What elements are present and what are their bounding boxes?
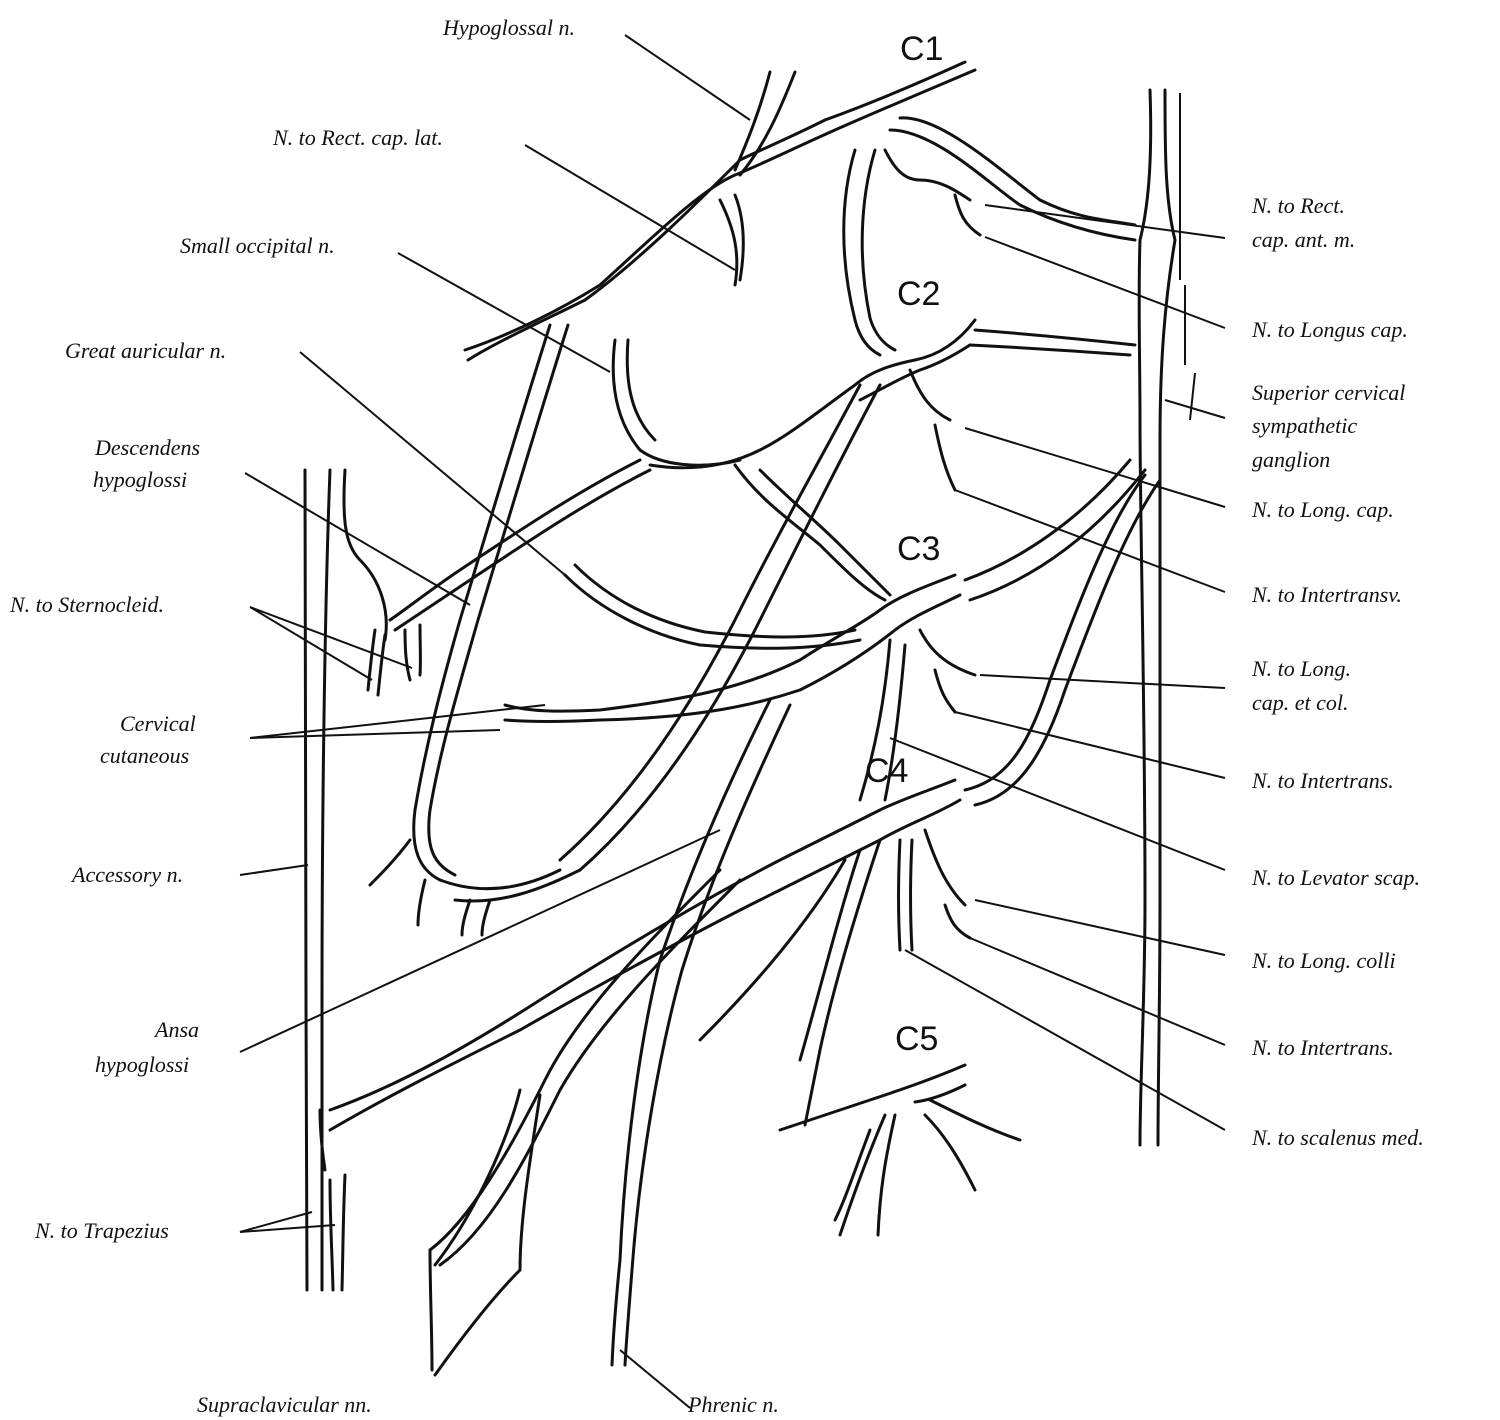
label-long-cap-col-2: cap. et col. xyxy=(1252,690,1349,715)
label-trapezius: N. to Trapezius xyxy=(34,1218,169,1243)
nerve-paths xyxy=(303,60,1177,1377)
label-supraclavicular: Supraclavicular nn. xyxy=(197,1392,372,1417)
root-c5: C5 xyxy=(895,1020,938,1058)
root-c3: C3 xyxy=(897,530,940,568)
label-intertransv: N. to Intertransv. xyxy=(1251,582,1402,607)
label-descendens-2: hypoglossi xyxy=(93,467,187,492)
label-descendens-1: Descendens xyxy=(94,435,200,460)
label-scalenus-med: N. to scalenus med. xyxy=(1251,1125,1424,1150)
label-sympathetic-2: sympathetic xyxy=(1252,413,1357,438)
leader-lines xyxy=(239,34,1226,1409)
label-small-occipital: Small occipital n. xyxy=(180,233,335,258)
label-sternocleid: N. to Sternocleid. xyxy=(9,592,164,617)
label-longus-cap: N. to Longus cap. xyxy=(1251,317,1408,342)
label-long-cap: N. to Long. cap. xyxy=(1251,497,1394,522)
label-accessory: Accessory n. xyxy=(70,862,183,887)
label-hypoglossal: Hypoglossal n. xyxy=(442,15,575,40)
label-sympathetic-3: ganglion xyxy=(1252,447,1330,472)
label-ansa-1: Ansa xyxy=(153,1017,199,1042)
root-labels: C1 C2 C3 C4 C5 xyxy=(865,30,943,1058)
left-labels: Hypoglossal n. N. to Rect. cap. lat. Sma… xyxy=(9,15,779,1417)
label-intertrans-2: N. to Intertrans. xyxy=(1251,1035,1394,1060)
label-levator-scap: N. to Levator scap. xyxy=(1251,865,1420,890)
root-c1: C1 xyxy=(900,30,943,68)
label-cervical-2: cutaneous xyxy=(100,743,189,768)
root-c4: C4 xyxy=(865,752,908,790)
label-rect-cap-ant-2: cap. ant. m. xyxy=(1252,227,1355,252)
label-rect-cap-ant-1: N. to Rect. xyxy=(1251,193,1345,218)
label-intertrans-1: N. to Intertrans. xyxy=(1251,768,1394,793)
root-c2: C2 xyxy=(897,275,940,313)
label-cervical-1: Cervical xyxy=(120,711,196,736)
label-sympathetic-1: Superior cervical xyxy=(1252,380,1405,405)
label-long-colli: N. to Long. colli xyxy=(1251,948,1396,973)
label-phrenic: Phrenic n. xyxy=(687,1392,779,1417)
label-rect-cap-lat: N. to Rect. cap. lat. xyxy=(272,125,443,150)
label-ansa-2: hypoglossi xyxy=(95,1052,189,1077)
label-long-cap-col-1: N. to Long. xyxy=(1251,656,1351,681)
right-labels: N. to Rect. cap. ant. m. N. to Longus ca… xyxy=(1251,193,1424,1150)
label-great-auricular: Great auricular n. xyxy=(65,338,226,363)
